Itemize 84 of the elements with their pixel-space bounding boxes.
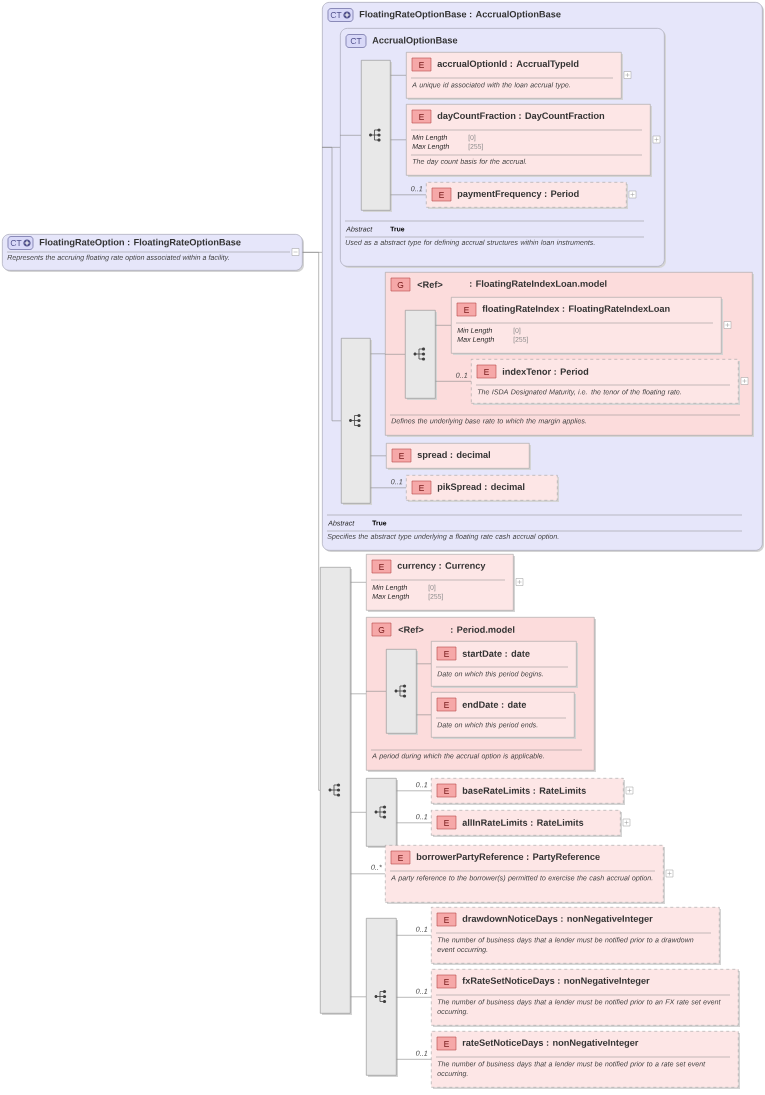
connector-line: [435, 325, 452, 326]
connector-line: [396, 790, 432, 792]
element-box: [431, 641, 578, 688]
connector-line: [350, 873, 386, 875]
ref-label: <Ref>: [417, 281, 443, 288]
connector-line: [390, 194, 427, 196]
connector-line: [416, 714, 432, 716]
sequence-bar: [405, 310, 437, 400]
connector-line: [396, 935, 432, 936]
element-name: floatingRateIndex : FloatingRateIndexLoan: [482, 305, 670, 314]
connector-line: [365, 691, 387, 692]
element-badge: E: [431, 187, 452, 202]
element-name: indexTenor : Period: [502, 368, 589, 375]
element-badge: E: [436, 1036, 457, 1051]
connector-line: [302, 252, 321, 791]
group-badge: G: [371, 622, 392, 637]
element-box: [406, 104, 652, 177]
element-badge: E: [436, 815, 457, 830]
element-badge: E: [436, 974, 457, 989]
type-name: AccrualOptionBase: [372, 36, 458, 46]
element-box: [431, 692, 576, 739]
element-badge: E: [436, 646, 457, 661]
element-name: allInRateLimits : RateLimits: [462, 819, 584, 826]
element-badge: E: [436, 912, 457, 927]
element-box: [451, 297, 723, 355]
element-box: [406, 52, 623, 100]
type-name: FloatingRateOption : FloatingRateOptionBase: [39, 238, 241, 248]
connector-line: [416, 663, 432, 665]
element-name: currency : Currency: [397, 562, 486, 571]
connector-line: [370, 455, 387, 457]
element-badge: E: [390, 850, 411, 865]
connector-line: [396, 822, 432, 824]
element-name: borrowerPartyReference : PartyReference: [416, 853, 600, 862]
element-name: endDate : date: [462, 701, 527, 708]
group-name: : Period.model: [451, 626, 515, 633]
group-name: : FloatingRateIndexLoan.model: [470, 280, 607, 289]
connector-line: [350, 996, 367, 998]
element-badge: E: [411, 109, 432, 124]
element-badge: E: [391, 448, 412, 463]
element-badge: E: [456, 302, 477, 317]
type-badge: CT: [345, 34, 367, 48]
type-badge: CT: [327, 8, 354, 22]
element-badge: E: [411, 57, 432, 72]
connector-line: [390, 139, 407, 141]
connector-line: [435, 381, 472, 382]
element-name: fxRateSetNoticeDays : nonNegativeInteger: [462, 977, 650, 986]
complex-type-box: [2, 234, 304, 272]
element-name: pikSpread : decimal: [437, 483, 525, 492]
connector-line: [384, 354, 406, 355]
element-box: [386, 443, 531, 470]
sequence-bar: [366, 918, 398, 1077]
connector-line: [370, 353, 386, 355]
element-badge: E: [411, 480, 432, 495]
sequence-bar: [366, 778, 398, 848]
type-badge: CT: [7, 236, 34, 250]
connector-line: [370, 487, 407, 489]
element-badge: E: [436, 697, 457, 712]
connector-line: [339, 135, 362, 136]
type-name: FloatingRateOptionBase : AccrualOptionBase: [359, 10, 561, 20]
connector-line: [396, 997, 432, 998]
element-name: spread : decimal: [417, 451, 490, 460]
element-badge: E: [476, 364, 497, 379]
element-badge: E: [371, 559, 392, 574]
ref-label: <Ref>: [398, 626, 424, 633]
connector-line: [350, 812, 367, 813]
element-name: accrualOptionId : AccrualTypeId: [437, 60, 579, 69]
sequence-bar: [361, 60, 392, 212]
connector-line: [350, 582, 367, 583]
element-name: startDate : date: [462, 650, 530, 657]
sequence-bar: [341, 338, 372, 505]
element-name: drawdownNoticeDays : nonNegativeInteger: [462, 915, 653, 924]
connector-line: [321, 147, 342, 422]
sequence-bar: [320, 567, 352, 1015]
connector-line: [350, 693, 367, 695]
element-name: paymentFrequency : Period: [457, 190, 579, 199]
element-badge: E: [436, 783, 457, 798]
element-box: [366, 554, 515, 612]
connector-line: [396, 1059, 432, 1060]
element-name: baseRateLimits : RateLimits: [462, 787, 586, 794]
element-name: rateSetNoticeDays : nonNegativeInteger: [462, 1039, 639, 1048]
group-badge: G: [390, 277, 411, 292]
element-name: dayCountFraction : DayCountFraction: [437, 112, 605, 121]
sequence-bar: [386, 649, 418, 735]
connector-line: [390, 75, 407, 76]
